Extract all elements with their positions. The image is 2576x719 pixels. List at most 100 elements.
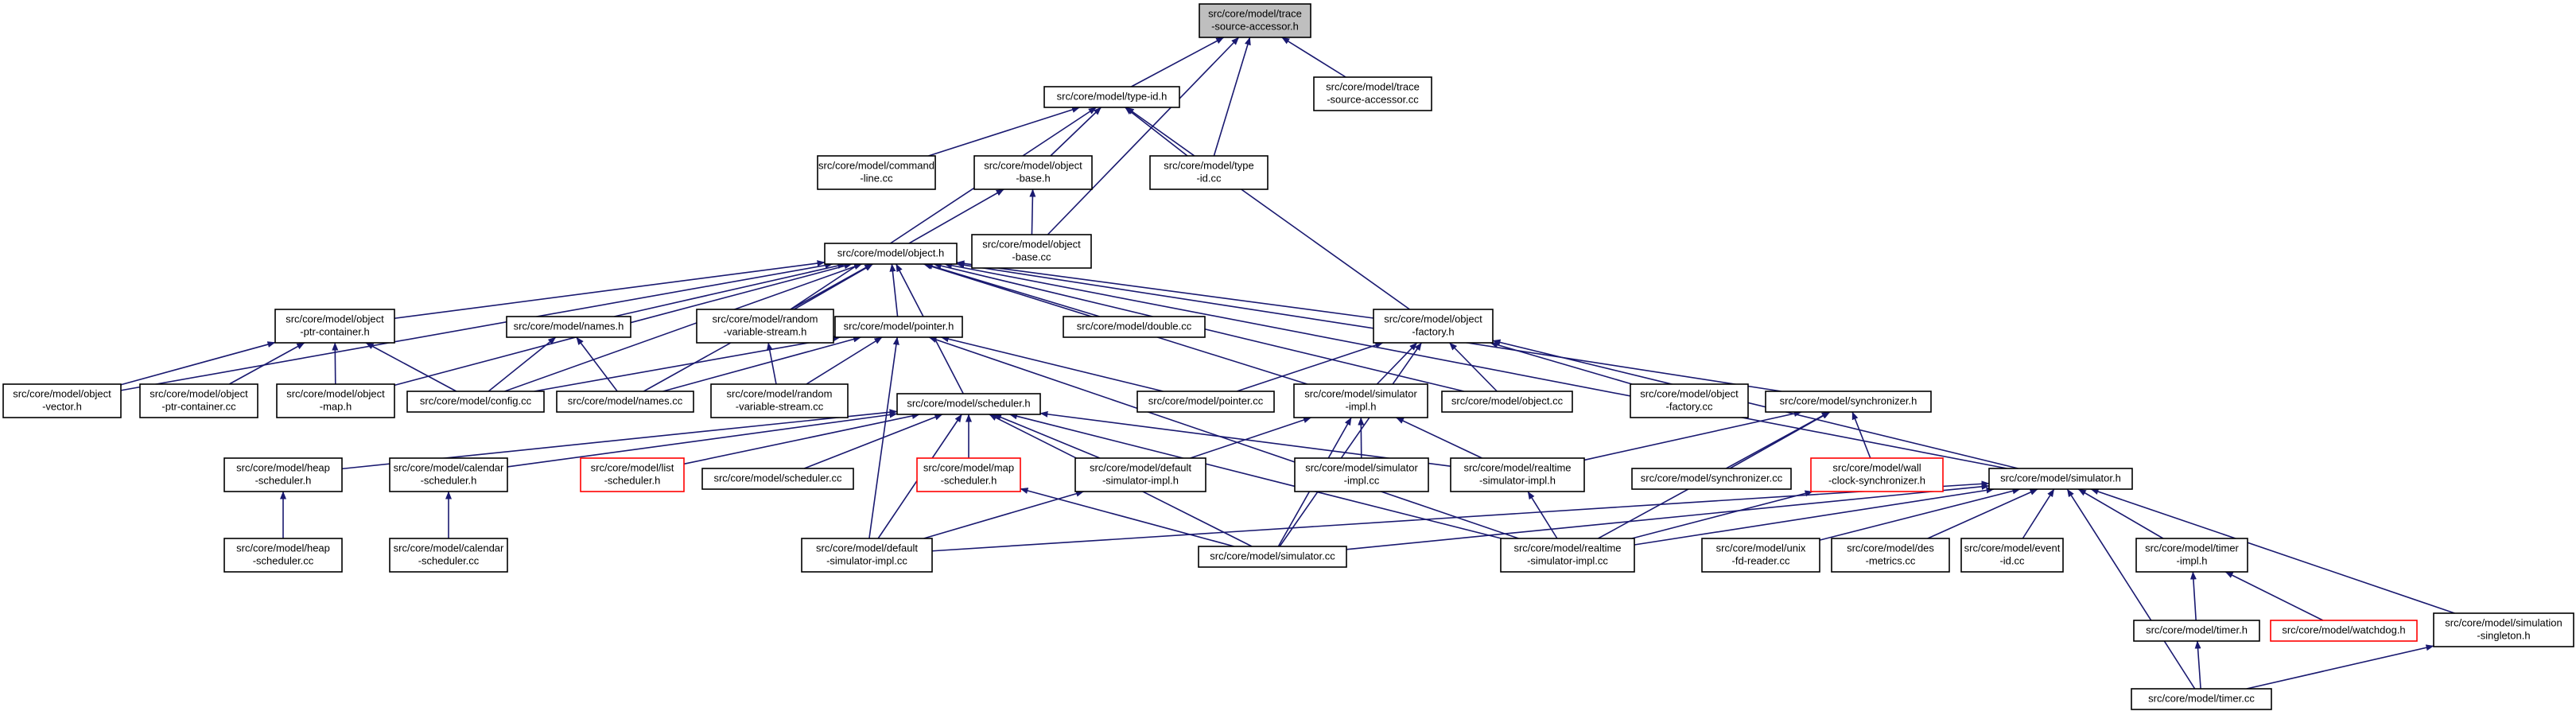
file-node-typeid-cc[interactable]: src/core/model/type-id.cc [1149, 155, 1269, 190]
include-edge-sim-h-to-ofact-h [1492, 339, 2018, 469]
file-node-label: src/core/model/pointer.cc [1148, 394, 1264, 406]
file-node-objbase-cc[interactable]: src/core/model/object-base.cc [971, 234, 1092, 269]
file-node-label: src/core/model/simulation [2445, 616, 2562, 628]
file-node-sched-cc[interactable]: src/core/model/scheduler.cc [701, 468, 854, 490]
file-node-ovec-h[interactable]: src/core/model/object-vector.h [2, 383, 122, 418]
file-node-box [1500, 538, 1635, 573]
file-node-box [1373, 309, 1494, 344]
file-node-timerimpl-h[interactable]: src/core/model/timer-impl.h [2135, 538, 2248, 573]
file-node-sync-h[interactable]: src/core/model/synchronizer.h [1765, 391, 1932, 413]
include-edge-rtsimimpl-cc-to-pointer-h [928, 336, 1519, 539]
include-edge-dsimimpl-cc-to-dsimimpl-h [923, 490, 1084, 539]
file-node-object-cc[interactable]: src/core/model/object.cc [1441, 391, 1573, 413]
file-node-names-cc[interactable]: src/core/model/names.cc [556, 391, 694, 413]
include-edge-typeid-cc-to-tsa-h [1213, 37, 1251, 157]
file-node-sim-h[interactable]: src/core/model/simulator.h [1988, 468, 2133, 490]
file-node-label: -simulator-impl.cc [1527, 554, 1608, 566]
include-edge-rtsimimpl-cc-to-wallclk-h [1631, 490, 1813, 539]
file-node-object-h[interactable]: src/core/model/object.h [824, 243, 958, 265]
file-node-tsa-cc[interactable]: src/core/model/trace-source-accessor.cc [1313, 76, 1432, 111]
file-node-eventid-cc[interactable]: src/core/model/event-id.cc [1960, 538, 2064, 573]
file-node-label: src/core/model/heap [236, 461, 330, 473]
file-node-label: src/core/model/random [727, 387, 833, 399]
include-edge-rtsimimpl-h-to-simimpl-h [1396, 417, 1482, 459]
file-node-simimpl-cc[interactable]: src/core/model/simulator-impl.cc [1294, 457, 1429, 492]
file-node-heap-cc[interactable]: src/core/model/heap-scheduler.cc [223, 538, 343, 573]
file-node-timer-h[interactable]: src/core/model/timer.h [2133, 620, 2260, 642]
file-node-dsimimpl-cc[interactable]: src/core/model/default-simulator-impl.cc [801, 538, 933, 573]
file-node-label: src/core/model/names.h [514, 320, 624, 332]
file-node-simimpl-h[interactable]: src/core/model/simulator-impl.h [1293, 383, 1428, 418]
file-node-optr-h[interactable]: src/core/model/object-ptr-container.h [274, 309, 395, 344]
file-node-ofact-h[interactable]: src/core/model/object-factory.h [1373, 309, 1494, 344]
include-edge-dsimimpl-h-to-sched-h [993, 414, 1101, 459]
file-node-double-cc[interactable]: src/core/model/double.cc [1063, 316, 1206, 338]
nodes-layer: src/core/model/trace-source-accessor.hsr… [2, 3, 2574, 710]
file-node-dsimimpl-h[interactable]: src/core/model/default-simulator-impl.h [1074, 457, 1206, 492]
file-node-label: -source-accessor.h [1211, 20, 1299, 32]
file-node-rtsimimpl-cc[interactable]: src/core/model/realtime-simulator-impl.c… [1500, 538, 1635, 573]
file-node-label: -simulator-impl.cc [826, 554, 907, 566]
include-edge-timer-cc-to-timer-h [2194, 640, 2201, 690]
file-node-list-h[interactable]: src/core/model/list-scheduler.h [580, 457, 685, 492]
file-node-timer-cc[interactable]: src/core/model/timer.cc [2131, 688, 2272, 710]
include-edge-sim-cc-to-map-h [1020, 488, 1234, 547]
file-node-sim-cc[interactable]: src/core/model/simulator.cc [1198, 546, 1347, 568]
include-edge-des-cc-to-sim-h [1927, 488, 2038, 539]
file-node-label: src/core/model/timer [2145, 542, 2239, 554]
file-node-rvs-cc[interactable]: src/core/model/random-variable-stream.cc [710, 383, 849, 418]
file-node-omap-h[interactable]: src/core/model/object-map.h [276, 383, 395, 418]
file-node-des-cc[interactable]: src/core/model/des-metrics.cc [1831, 538, 1950, 573]
file-node-pointer-h[interactable]: src/core/model/pointer.h [834, 316, 963, 338]
file-node-wallclk-h[interactable]: src/core/model/wall-clock-synchronizer.h [1810, 457, 1944, 492]
file-node-box [1988, 468, 2133, 490]
file-node-cmdline-cc[interactable]: src/core/model/command-line.cc [817, 155, 936, 190]
file-node-label: -impl.h [1345, 400, 1376, 412]
file-node-label: src/core/model/synchronizer.h [1780, 394, 1917, 406]
file-node-label: src/core/model/wall [1832, 461, 1921, 473]
file-node-box [710, 383, 849, 418]
file-node-objbase-h[interactable]: src/core/model/object-base.h [973, 155, 1093, 190]
file-node-ofact-cc[interactable]: src/core/model/object-factory.cc [1630, 383, 1749, 418]
file-node-box [1074, 457, 1206, 492]
file-node-label: src/core/model/map [923, 461, 1014, 473]
file-node-config-cc[interactable]: src/core/model/config.cc [406, 391, 545, 413]
file-node-watchdog-h[interactable]: src/core/model/watchdog.h [2270, 620, 2418, 642]
file-node-map-h[interactable]: src/core/model/map-scheduler.h [916, 457, 1021, 492]
include-edge-omap-h-to-optr-h [332, 342, 339, 385]
include-edge-config-cc-to-names-h [488, 336, 557, 392]
file-node-sync-cc[interactable]: src/core/model/synchronizer.cc [1631, 468, 1792, 490]
file-node-heap-h[interactable]: src/core/model/heap-scheduler.h [223, 457, 343, 492]
file-node-names-h[interactable]: src/core/model/names.h [506, 316, 631, 338]
file-node-sched-h[interactable]: src/core/model/scheduler.h [896, 393, 1041, 415]
file-node-label: src/core/model/simulator.cc [1210, 550, 1335, 562]
file-node-pointer-cc[interactable]: src/core/model/pointer.cc [1136, 391, 1275, 413]
file-node-label: src/core/model/object [984, 159, 1082, 171]
file-node-simsingle-h[interactable]: src/core/model/simulation-singleton.h [2433, 612, 2574, 647]
file-node-label: src/core/model/unix [1716, 542, 1806, 554]
file-node-cal-cc[interactable]: src/core/model/calendar-scheduler.cc [389, 538, 508, 573]
file-node-typeid-h[interactable]: src/core/model/type-id.h [1043, 86, 1180, 108]
file-node-label: -map.h [320, 400, 352, 412]
file-node-unixfd-cc[interactable]: src/core/model/unix-fd-reader.cc [1701, 538, 1820, 573]
file-node-label: src/core/model/simulator [1304, 387, 1417, 399]
file-node-cal-h[interactable]: src/core/model/calendar-scheduler.h [389, 457, 508, 492]
include-edge-rtsimimpl-cc-to-rtsimimpl-h [1527, 491, 1558, 539]
file-node-label: src/core/model/object [13, 387, 111, 399]
file-node-label: src/core/model/names.cc [568, 394, 683, 406]
file-node-optr-cc[interactable]: src/core/model/object-ptr-container.cc [139, 383, 258, 418]
file-node-label: src/core/model/object.h [837, 247, 944, 258]
include-edge-pointer-cc-to-ofact-h [1236, 342, 1384, 392]
file-node-rtsimimpl-h[interactable]: src/core/model/realtime-simulator-impl.h [1450, 457, 1585, 492]
include-edge-timer-cc-to-simsingle-h [2246, 644, 2434, 690]
file-node-box [139, 383, 258, 418]
file-node-rvs-h[interactable]: src/core/model/random-variable-stream.h [696, 309, 834, 344]
include-edge-pointer-h-to-object-h [889, 263, 899, 317]
file-node-label: -base.cc [1012, 251, 1051, 262]
file-node-label: src/core/model/double.cc [1077, 320, 1192, 332]
file-node-label: src/core/model/default [816, 542, 918, 554]
include-edge-timerimpl-h-to-sim-h [2077, 488, 2164, 539]
include-edge-rvs-cc-to-pointer-h [806, 336, 883, 385]
file-node-label: src/core/model/pointer.h [844, 320, 954, 332]
file-node-box [1313, 76, 1432, 111]
